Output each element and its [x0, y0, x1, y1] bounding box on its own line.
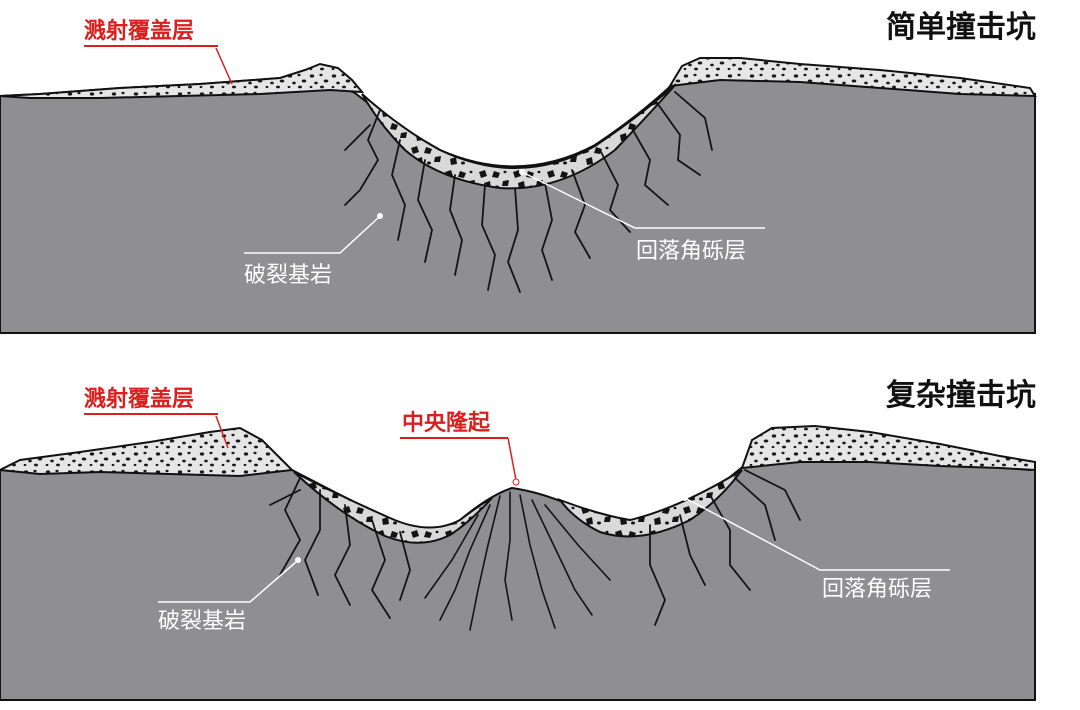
simple-bedrock	[0, 78, 1035, 333]
complex-crater-panel: 复杂撞击坑 溅射覆盖层 中央隆起 破裂基岩 回落角砾层	[0, 378, 1036, 700]
simple-crater-title: 简单撞击坑	[886, 10, 1036, 45]
complex-uplift-leader	[508, 438, 516, 480]
complex-breccia-marker	[682, 495, 688, 501]
complex-breccia-label: 回落角砾层	[822, 577, 932, 602]
complex-ejecta-left	[0, 428, 292, 476]
complex-ejecta-right	[742, 426, 1035, 470]
simple-breccia-label: 回落角砾层	[636, 239, 746, 264]
complex-bedrock-marker	[295, 557, 301, 563]
complex-uplift-marker	[513, 479, 519, 485]
complex-crater-title: 复杂撞击坑	[886, 378, 1036, 413]
simple-crater-panel: 简单撞击坑 溅射覆盖层 破裂基岩 回落角砾层	[0, 10, 1036, 333]
simple-ejecta-label: 溅射覆盖层	[84, 18, 194, 44]
simple-breccia-marker	[519, 169, 525, 175]
complex-ejecta-label: 溅射覆盖层	[84, 386, 194, 412]
simple-ejecta-leader	[216, 48, 232, 84]
simple-bedrock-marker	[377, 213, 383, 219]
complex-uplift-label: 中央隆起	[402, 410, 491, 436]
simple-bedrock-label: 破裂基岩	[244, 263, 332, 288]
complex-bedrock-label: 破裂基岩	[158, 609, 246, 634]
